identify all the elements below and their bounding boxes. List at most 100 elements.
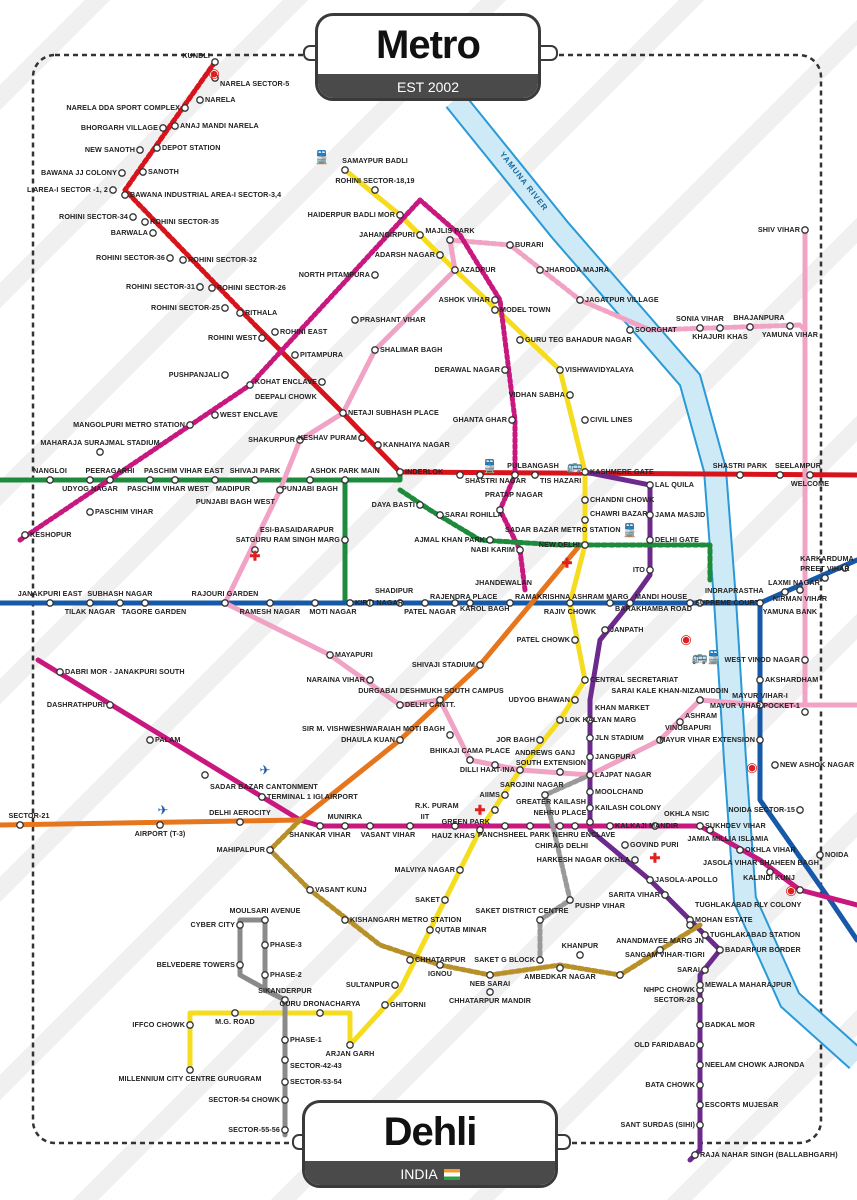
station-vasantkunj[interactable]: VASANT KUNJ — [315, 885, 367, 894]
station-noida16[interactable]: NOIDA — [825, 850, 849, 859]
station-sanoth[interactable]: SANOTH — [148, 167, 179, 176]
station-s5354[interactable]: SECTOR-53-54 — [290, 1077, 342, 1086]
station-naraina[interactable]: NARAINA VIHAR — [306, 675, 365, 684]
station-depot[interactable]: DEPOT STATION — [162, 143, 221, 152]
station-anaj[interactable]: ANAJ MANDI NARELA — [180, 121, 259, 130]
station-yamunabank[interactable]: YAMUNA BANK — [762, 607, 818, 616]
station-narela[interactable]: NARELA — [205, 95, 236, 104]
station-azadpur[interactable]: AZADPUR — [460, 265, 496, 274]
station-rajendra[interactable]: RAJENDRA PLACE — [430, 592, 498, 601]
station-jangpura[interactable]: JANGPURA — [595, 752, 637, 761]
station-chawri[interactable]: CHAWRI BAZAR — [590, 509, 648, 518]
station-palam[interactable]: PALAM — [155, 735, 181, 744]
station-s5556[interactable]: SECTOR-55-56 — [228, 1125, 280, 1134]
station-r34[interactable]: ROHINI SECTOR-34 — [59, 212, 128, 221]
station-udyog[interactable]: UDYOG BHAWAN — [508, 695, 570, 704]
station-narela5[interactable]: NARELA SECTOR-5 — [220, 79, 290, 88]
station-dilli[interactable]: DILLI HAAT-INA — [459, 765, 515, 774]
station-dhaula[interactable]: DHAULA KUAN — [341, 735, 395, 744]
station-majlis[interactable]: MAJLIS PARK — [425, 226, 475, 235]
station-lokkalyan[interactable]: LOK KALYAN MARG — [565, 715, 637, 724]
station-esi[interactable]: ESI-BASAIDARAPUR — [260, 525, 334, 534]
station-shivajipark[interactable]: SHIVAJI PARK — [229, 466, 281, 475]
station-motibagh[interactable]: SIR M. VISHWESHWARAIAH MOTI BAGH — [302, 724, 445, 733]
station-shivaji[interactable]: SHIVAJI STADIUM — [411, 660, 475, 669]
station-terminal1[interactable]: TERMINAL 1 IGI AIRPORT — [267, 792, 358, 801]
station-subhash[interactable]: SUBHASH NAGAR — [87, 589, 153, 598]
station-okhlavihar[interactable]: OKHLA VIHAR — [745, 845, 796, 854]
station-govindpuri[interactable]: GOVIND PURI — [630, 840, 679, 849]
station-r35[interactable]: ROHINI SECTOR-35 — [150, 217, 219, 226]
station-iffco[interactable]: IFFCO CHOWK — [132, 1020, 185, 1029]
station-maharaja[interactable]: MAHARAJA SURAJMAL STADIUM — [40, 438, 160, 447]
station-ajmal[interactable]: AJMAL KHAN PARK — [414, 535, 485, 544]
station-shankar[interactable]: SHANKAR VIHAR — [289, 830, 351, 839]
station-millennium[interactable]: MILLENNIUM CITY CENTRE GURUGRAM — [118, 1074, 262, 1083]
station-southext[interactable]: SOUTH EXTENSION — [515, 758, 587, 767]
station-welcome[interactable]: WELCOME — [790, 479, 830, 488]
station-mahipalpur[interactable]: MAHIPALPUR — [216, 845, 265, 854]
station-sec28[interactable]: SECTOR-28 — [653, 995, 695, 1004]
station-sangam[interactable]: SANGAM VIHAR-TIGRI — [625, 950, 705, 959]
station-nsp[interactable]: NETAJI SUBHASH PLACE — [348, 408, 439, 417]
station-jln[interactable]: JLN STADIUM — [595, 733, 644, 742]
station-yamunavihar[interactable]: YAMUNA VIHAR — [761, 330, 819, 339]
station-phase2[interactable]: PHASE-2 — [270, 970, 302, 979]
station-mayurext[interactable]: MAYUR VIHAR EXTENSION — [659, 735, 755, 744]
station-nabikarim[interactable]: NABI KARIM — [470, 545, 515, 554]
station-t3[interactable]: AIRPORT (T-3) — [134, 829, 186, 838]
station-nebsarai[interactable]: NEB SARAI — [469, 979, 511, 988]
station-mangolpuri[interactable]: MANGOLPURI METRO STATION — [73, 420, 185, 429]
station-rajiv[interactable]: RAJIV CHOWK — [543, 607, 597, 616]
station-mewala[interactable]: MEWALA MAHARAJPUR — [705, 980, 792, 989]
station-newdelhi[interactable]: NEW DELHI — [538, 540, 580, 549]
station-pratap[interactable]: PRATAP NAGAR — [485, 490, 543, 499]
station-pvwest[interactable]: PASCHIM VIHAR WEST — [127, 484, 209, 493]
station-vidhan[interactable]: VIDHAN SABHA — [508, 390, 565, 399]
station-udyognagar[interactable]: UDYOG NAGAR — [62, 484, 118, 493]
station-jasolaapollo[interactable]: JASOLA-APOLLO — [655, 875, 718, 884]
station-shastrinagar[interactable]: SHASTRI NAGAR — [465, 476, 527, 485]
station-kailash[interactable]: KAILASH COLONY — [595, 803, 662, 812]
station-sadarbazar[interactable]: SADAR BAZAR METRO STATION — [505, 525, 621, 534]
station-ignou[interactable]: IGNOU — [427, 969, 453, 978]
station-dayabasti[interactable]: DAYA BASTI — [371, 500, 415, 509]
station-shadipur[interactable]: SHADIPUR — [375, 586, 414, 595]
station-ghitorni[interactable]: GHITORNI — [390, 1000, 426, 1009]
station-prashant[interactable]: PRASHANT VIHAR — [360, 315, 426, 324]
station-saket[interactable]: SAKET — [415, 895, 440, 904]
station-aerocity[interactable]: DELHI AEROCITY — [209, 808, 271, 817]
station-pvihar[interactable]: PASCHIM VIHAR — [95, 507, 154, 516]
station-ambedkar[interactable]: AMBEDKAR NAGAR — [524, 972, 596, 981]
station-supreme[interactable]: SUPREME COURT — [695, 598, 760, 607]
station-ghanta[interactable]: GHANTA GHAR — [452, 415, 507, 424]
station-nangloi[interactable]: NANGLOI — [33, 466, 67, 475]
station-seelampur[interactable]: SEELAMPUR — [774, 461, 822, 470]
station-sultanpur[interactable]: SULTANPUR — [345, 980, 390, 989]
station-vinobapuri[interactable]: VINOBAPURI — [665, 723, 712, 732]
station-sadarcantt[interactable]: SADAR BAZAR CANTONMENT — [210, 782, 318, 791]
station-arjangarh[interactable]: ARJAN GARH — [325, 1049, 375, 1058]
station-jagatpur[interactable]: JAGATPUR VILLAGE — [585, 295, 659, 304]
station-jahangirpuri[interactable]: JAHANGIRPURI — [359, 230, 415, 239]
station-ramesh[interactable]: RAMESH NAGAR — [239, 607, 301, 616]
station-delhicantt[interactable]: DELHI CANTT. — [405, 700, 456, 709]
station-kalindi[interactable]: KALINDI KUNJ — [743, 873, 795, 882]
station-punjabibagh[interactable]: PUNJABI BAGH — [282, 484, 338, 493]
station-madipur[interactable]: MADIPUR — [215, 484, 251, 493]
station-khajuri[interactable]: KHAJURI KHAS — [692, 332, 748, 341]
station-lalqila[interactable]: LAL QUILA — [655, 480, 695, 489]
station-barakhamba[interactable]: BARAKHAMBA ROAD — [615, 604, 693, 613]
station-nirman[interactable]: NIRMAN VIHAR — [772, 594, 828, 603]
station-r36[interactable]: ROHINI SECTOR-36 — [96, 253, 165, 262]
station-kalkaji[interactable]: KALKAJI MANDIR — [615, 821, 679, 830]
station-barwala[interactable]: BARWALA — [110, 228, 148, 237]
station-keshopur[interactable]: KESHOPUR — [30, 530, 72, 539]
station-bhajanpura[interactable]: BHAJANPURA — [733, 313, 785, 322]
station-khanpur[interactable]: KHANPUR — [561, 941, 599, 950]
station-mohan[interactable]: MOHAN ESTATE — [695, 915, 753, 924]
station-shastripark[interactable]: SHASTRI PARK — [712, 461, 768, 470]
station-rajouri[interactable]: RAJOURI GARDEN — [191, 589, 259, 598]
station-westvinod[interactable]: WEST VINOD NAGAR — [724, 655, 800, 664]
station-saketg[interactable]: SAKET G BLOCK — [474, 955, 535, 964]
